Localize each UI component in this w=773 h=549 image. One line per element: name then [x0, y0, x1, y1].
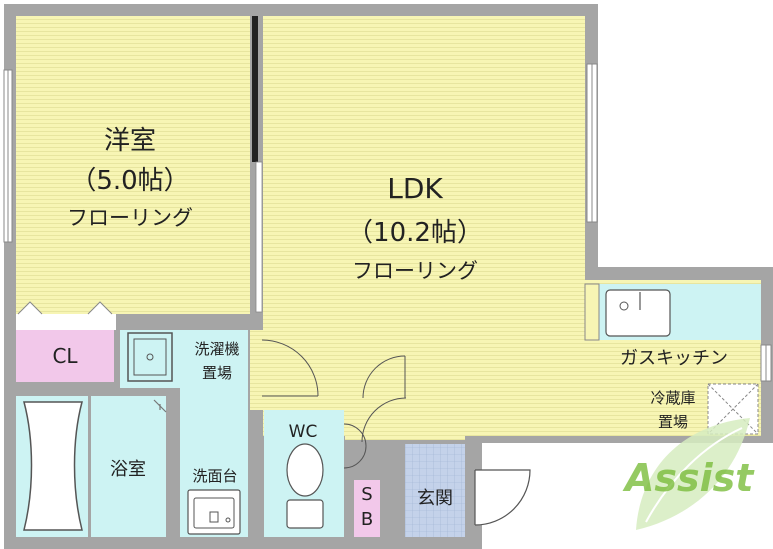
western-room-size: （5.0帖）	[70, 166, 190, 196]
kitchen-counter-edge	[584, 283, 600, 341]
entrance-label: 玄関	[417, 488, 453, 509]
entrance-door-swing	[474, 469, 531, 526]
closet-label: CL	[52, 344, 78, 368]
assist-logo: Assist	[625, 456, 754, 500]
washer-pan	[127, 332, 173, 382]
wc-door-swing	[343, 423, 367, 469]
closet-top-strip	[16, 314, 116, 330]
corridor-door-swing	[362, 355, 406, 399]
bathtub	[23, 401, 83, 531]
washer-pan-inner	[133, 338, 167, 376]
entrance-floor	[405, 444, 465, 537]
western-room-floor	[16, 16, 250, 314]
toilet-door-swing	[361, 397, 407, 443]
ldk-name: LDK	[387, 172, 443, 205]
logo-mark	[636, 418, 750, 530]
closet-door-swing-right	[87, 301, 113, 315]
washroom-door-swing	[261, 339, 319, 397]
shoe-box	[354, 480, 380, 537]
fridge-label-2: 置場	[657, 413, 688, 431]
washer-label-2: 置場	[201, 364, 232, 382]
toilet-label: WC	[288, 422, 318, 442]
ldk-floor	[263, 16, 585, 436]
closet-door-swing-left	[17, 301, 43, 315]
shoebox-label-1: S	[361, 484, 373, 505]
western-room-floor-type: フローリング	[67, 206, 193, 230]
sliding-door-open	[255, 161, 263, 313]
western-room-name: 洋室	[103, 126, 156, 156]
toilet-bowl	[286, 443, 324, 497]
washer-label-1: 洗濯機	[194, 340, 240, 358]
washbasin-label: 洗面台	[192, 467, 238, 485]
bath-label: 浴室	[110, 459, 146, 480]
kitchen-sink	[605, 289, 671, 337]
bath-separator	[88, 396, 91, 537]
shoebox-label-2: B	[360, 509, 374, 530]
hall-floor	[250, 330, 264, 410]
sliding-door	[252, 16, 258, 162]
closet-area	[16, 330, 114, 382]
fridge-label-1: 冷蔵庫	[650, 389, 696, 407]
kitchen-label: ガスキッチン	[620, 348, 728, 369]
ldk-size: （10.2帖）	[347, 218, 483, 248]
ldk-floor-type: フローリング	[352, 259, 478, 283]
toilet-tank	[286, 499, 324, 529]
